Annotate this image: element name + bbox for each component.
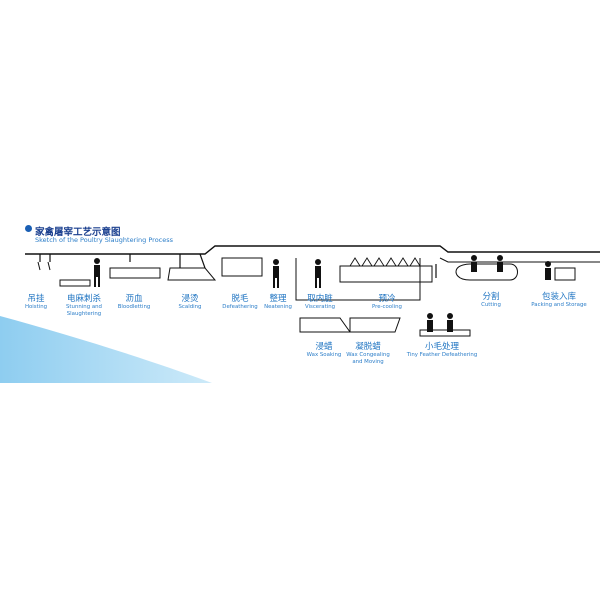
step-name-en: Scalding (178, 304, 202, 310)
defeathering-machine (221, 257, 263, 277)
packing-station (554, 267, 576, 281)
title-bullet (25, 225, 32, 232)
step-name-en: Wax Congealing (346, 352, 390, 358)
diagram-subtitle: Sketch of the Poultry Slaughtering Proce… (35, 236, 174, 244)
step-name-zh: 沥血 (125, 294, 143, 304)
diagram-title: 家禽屠宰工艺示意图 (35, 227, 121, 238)
worker-stunning-icon (94, 258, 100, 287)
step-name-zh: 分割 (482, 292, 500, 302)
step-name-en: Packing and Storage (531, 302, 587, 308)
worker-packing-icon (545, 261, 551, 280)
step-name-en: Bloodletting (117, 304, 151, 310)
wax-soaking-tank (299, 317, 351, 333)
precooling-tanks (339, 257, 437, 283)
step-name-zh: 包装入库 (541, 292, 576, 302)
step-name-en: Wax Soaking (306, 352, 342, 358)
tiny-feather-table (419, 329, 471, 337)
step-name-zh: 浸蜡 (315, 342, 333, 352)
stunning-tank (59, 279, 91, 287)
step-name-zh: 脱毛 (231, 294, 249, 304)
step-name-en: Pre-cooling (372, 304, 402, 310)
hoisting-hangers-icon (37, 254, 51, 271)
step-name-zh: 电麻刺杀 (66, 294, 101, 304)
step-name-en: Defeathering (222, 304, 258, 310)
step-name-zh: 小毛处理 (424, 342, 459, 352)
cutting-conveyor (455, 263, 518, 281)
wax-branch-rail (295, 258, 421, 301)
step-name-zh: 浸烫 (181, 294, 199, 304)
step-name-en: Neatening (264, 304, 292, 310)
overhead-rail (25, 245, 600, 255)
step-name-zh: 凝脱蜡 (355, 342, 381, 352)
step-name-en: Tiny Feather Defeathering (406, 352, 478, 358)
worker-cutting-icon (471, 255, 503, 272)
step-name-zh: 整理 (269, 294, 287, 304)
step-name-en: Cutting (481, 302, 501, 308)
step-name-zh: 取内脏 (307, 294, 333, 304)
step-name-en: Stunning and (66, 304, 102, 310)
step-name-en: and Moving (352, 358, 384, 365)
bloodletting-trough (109, 254, 161, 279)
lower-rail (439, 257, 600, 263)
workers-tiny-feather-icon (427, 313, 453, 332)
wax-congealing-tank (349, 317, 401, 333)
step-name-en: Slaughtering (66, 310, 102, 317)
step-name-en: Viscerating (304, 304, 336, 310)
step-name-en: Hoisting (24, 304, 48, 310)
step-name-zh: 吊挂 (27, 294, 45, 304)
worker-neatening-icon (273, 259, 279, 288)
scalding-tank (167, 267, 217, 281)
worker-viscerating-icon (315, 259, 321, 288)
step-name-zh: 预冷 (378, 294, 396, 304)
